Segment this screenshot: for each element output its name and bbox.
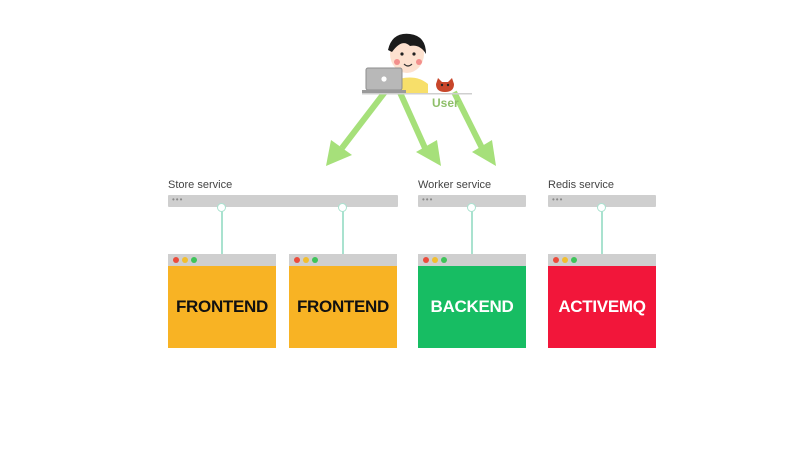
container-frontend-1: FRONTEND (168, 254, 276, 348)
container-body: BACKEND (418, 266, 526, 348)
arrow-to-store-head (326, 140, 352, 166)
arrow-to-worker-1-shaft (395, 86, 428, 150)
store-service-label: Store service (168, 179, 233, 191)
container-label: FRONTEND (296, 297, 390, 316)
minimize-dot-icon (182, 257, 188, 263)
store-service-bar: ••• (168, 195, 398, 207)
container-body: ACTIVEMQ (548, 266, 656, 348)
worker-service-bar: ••• (418, 195, 526, 207)
port-store-frontend-2 (338, 203, 347, 212)
container-frontend-2: FRONTEND (289, 254, 397, 348)
port-redis-activemq (597, 203, 606, 212)
redis-service-label: Redis service (548, 179, 615, 191)
minimize-dot-icon (303, 257, 309, 263)
worker-service-label: Worker service (418, 179, 492, 191)
maximize-dot-icon (441, 257, 447, 263)
bar-dots-icon: ••• (172, 195, 184, 204)
minimize-dot-icon (432, 257, 438, 263)
maximize-dot-icon (312, 257, 318, 263)
close-dot-icon (423, 257, 429, 263)
container-body: FRONTEND (289, 266, 397, 348)
connector-store-frontend-2 (342, 208, 344, 255)
window-titlebar (548, 254, 656, 266)
container-label: BACKEND (430, 297, 514, 316)
bar-dots-icon: ••• (552, 195, 564, 204)
developer-with-laptop-icon (362, 33, 472, 95)
port-worker-backend (467, 203, 476, 212)
container-body: FRONTEND (168, 266, 276, 348)
connector-redis-activemq (601, 208, 603, 255)
close-dot-icon (173, 257, 179, 263)
arrow-to-store-shaft (339, 86, 391, 150)
user-label: User (432, 96, 459, 110)
arrow-to-worker-2-head (472, 140, 496, 166)
close-dot-icon (553, 257, 559, 263)
container-label: FRONTEND (175, 297, 269, 316)
window-titlebar (168, 254, 276, 266)
arrow-to-worker-2-shaft (451, 90, 485, 150)
redis-service-bar: ••• (548, 195, 656, 207)
arrow-to-worker-1-head (416, 140, 441, 166)
window-titlebar (418, 254, 526, 266)
maximize-dot-icon (571, 257, 577, 263)
container-label: ACTIVEMQ (558, 297, 646, 316)
container-backend: BACKEND (418, 254, 526, 348)
connector-store-frontend-1 (221, 208, 223, 255)
container-activemq: ACTIVEMQ (548, 254, 656, 348)
maximize-dot-icon (191, 257, 197, 263)
bar-dots-icon: ••• (422, 195, 434, 204)
port-store-frontend-1 (217, 203, 226, 212)
minimize-dot-icon (562, 257, 568, 263)
close-dot-icon (294, 257, 300, 263)
window-titlebar (289, 254, 397, 266)
connector-worker-backend (471, 208, 473, 255)
